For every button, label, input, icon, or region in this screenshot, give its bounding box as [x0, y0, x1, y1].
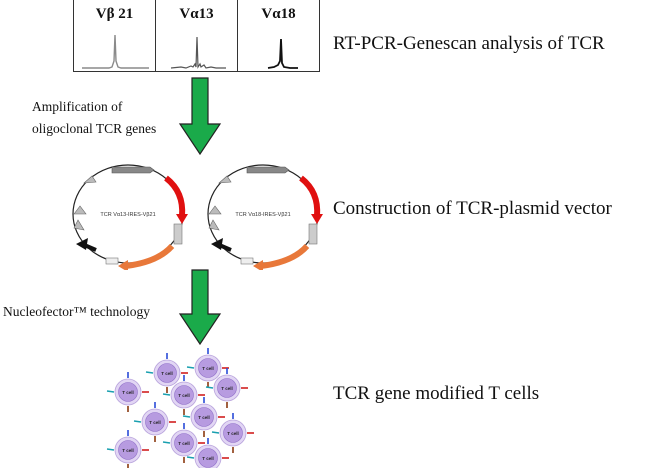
down-arrow-icon — [178, 77, 222, 156]
tcell-label: T cell — [161, 371, 173, 376]
transition-line: Nucleofector™ technology — [3, 304, 151, 319]
tcell: T cell — [182, 397, 225, 437]
transition-amplification: Amplification of oligoclonal TCR genes — [32, 96, 156, 140]
tcell-label: T cell — [122, 448, 134, 453]
transition-line: oligoclonal TCR genes — [32, 121, 157, 136]
tcell-label: T cell — [122, 390, 134, 395]
step-label-genescan: RT-PCR-Genescan analysis of TCR — [333, 33, 605, 54]
tcell-label: T cell — [149, 420, 161, 425]
plasmid-name: TCR Vα18-IRES-Vβ21 — [235, 212, 290, 218]
genescan-trace — [170, 36, 226, 69]
tcell-label: T cell — [202, 456, 214, 461]
tcell-cluster: T cell T cell T cell T cell T cell T cell T ce… — [106, 348, 254, 468]
tcell-label: T cell — [221, 386, 233, 391]
genescan-panels: Vβ 21 Vα13 Vα18 — [73, 0, 320, 72]
tcell-label: T cell — [178, 393, 190, 398]
tcell-label: T cell — [202, 366, 214, 371]
panel-title: Vα13 — [179, 6, 214, 22]
tcell: T cell — [211, 413, 254, 453]
genescan-trace — [267, 38, 298, 69]
plasmid-map-2: TCR Vα18-IRES-Vβ21 — [207, 164, 323, 270]
transition-line: Amplification of — [32, 99, 123, 114]
genescan-panel-vb21: Vβ 21 — [74, 0, 156, 71]
plasmid-map-1: TCR Vα13-IRES-Vβ21 — [72, 164, 188, 270]
tcell: T cell — [106, 372, 149, 412]
tcell: T cell — [162, 375, 205, 415]
down-arrow-icon — [178, 269, 222, 346]
genescan-panel-va13: Vα13 — [156, 0, 238, 71]
tcell-label: T cell — [227, 431, 239, 436]
tcell: T cell — [186, 438, 229, 468]
tcell: T cell — [133, 402, 176, 442]
tcell: T cell — [106, 430, 149, 468]
tcell-label: T cell — [198, 415, 210, 420]
step-label-tcells: TCR gene modified T cells — [333, 383, 540, 404]
panel-title: Vβ 21 — [95, 6, 134, 22]
tcell: T cell — [162, 423, 205, 463]
tcell-label: T cell — [178, 441, 190, 446]
transition-nucleofector: Nucleofector™ technology — [3, 301, 150, 323]
plasmid-name: TCR Vα13-IRES-Vβ21 — [100, 212, 155, 218]
genescan-panel-va18: Vα18 — [238, 0, 319, 71]
genescan-trace — [82, 34, 149, 69]
tcell: T cell — [145, 353, 188, 393]
tcell: T cell — [186, 348, 229, 388]
panel-title: Vα18 — [261, 6, 296, 22]
tcell: T cell — [205, 368, 248, 408]
step-label-construction: Construction of TCR-plasmid vector — [333, 198, 612, 219]
